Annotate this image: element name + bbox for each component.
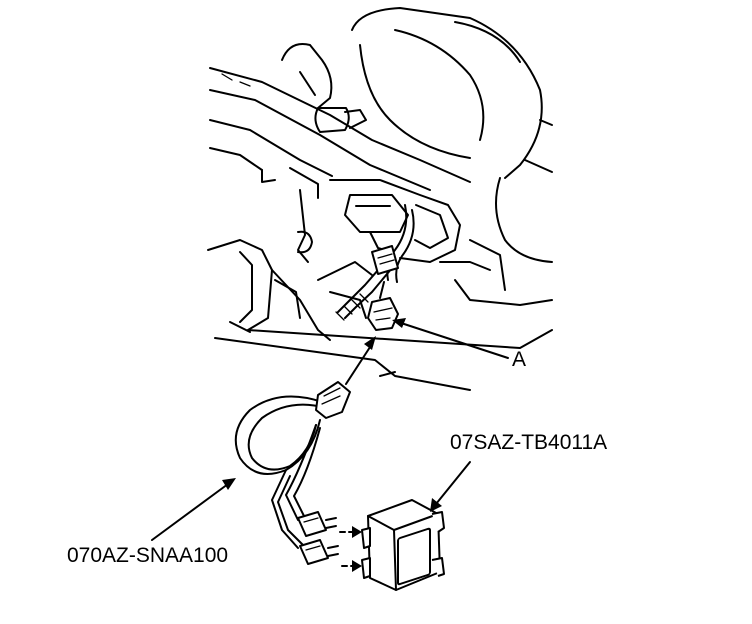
steering-stalk — [281, 43, 367, 133]
callout-label-adapter: 07SAZ-TB4011A — [450, 431, 608, 454]
plug-lower — [299, 539, 339, 565]
steering-column-cover — [209, 67, 471, 199]
leader-line-adapter — [430, 461, 471, 512]
lower-dash-panel — [207, 239, 553, 391]
callout-label-cable: 070AZ-SNAA100 — [67, 544, 229, 567]
leader-line-a — [392, 318, 509, 359]
cable-connector — [315, 381, 351, 419]
steering-wheel — [351, 7, 553, 263]
callout-label-a: A — [512, 348, 527, 371]
test-cable-coil — [234, 395, 327, 549]
dashed-arrows — [339, 526, 362, 572]
leader-line-cable — [151, 478, 236, 541]
column-switch-assembly — [297, 179, 491, 271]
adapter-box — [361, 499, 445, 591]
plug-upper — [297, 511, 337, 537]
connection-arrow — [345, 336, 376, 385]
vehicle-harness — [335, 204, 415, 331]
